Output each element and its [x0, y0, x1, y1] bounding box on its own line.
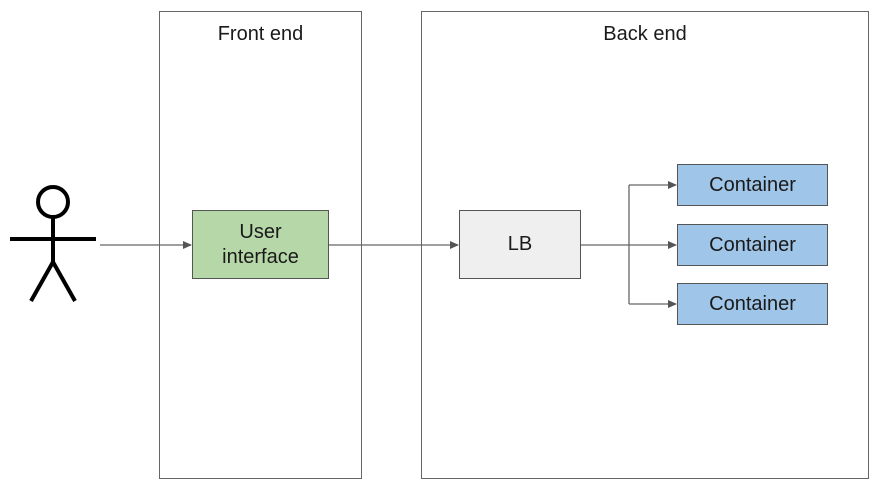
front-end-title: Front end — [217, 23, 304, 45]
load-balancer-label: LB — [507, 233, 533, 255]
user-interface-node: User interface — [192, 210, 329, 279]
container-label-3: Container — [709, 292, 796, 315]
load-balancer-node: LB — [459, 210, 581, 279]
container-label-2: Container — [709, 233, 796, 256]
container-node-3: Container — [677, 283, 828, 325]
container-label-1: Container — [709, 173, 796, 196]
container-node-1: Container — [677, 164, 828, 206]
lb-to-containers-arrows — [581, 181, 677, 308]
user-icon — [10, 185, 96, 302]
back-end-title: Back end — [603, 23, 687, 45]
container-node-2: Container — [677, 224, 828, 266]
user-interface-label: User interface — [222, 220, 299, 268]
